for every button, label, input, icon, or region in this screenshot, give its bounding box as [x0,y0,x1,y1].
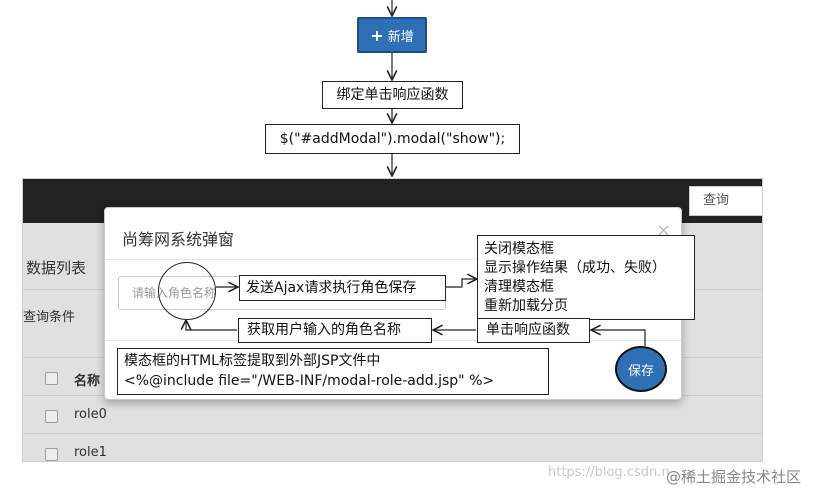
send-ajax-text: 发送Ajax请求执行角色保存 [246,280,417,296]
query-conditions-tab[interactable]: 查询条件 [23,310,76,325]
plus-icon: + [370,25,384,45]
modal-show-code-box: $("#addModal").modal("show"); [265,124,520,154]
click-handler-box: 单击响应函数 [477,318,590,343]
header-checkbox[interactable] [45,372,58,385]
close-steps-box: 关闭模态框 显示操作结果（成功、失败） 清理模态框 重新加载分页 [477,235,695,320]
new-button-label: 新增 [387,29,414,45]
data-list-title: 数据列表 [26,259,87,277]
save-button-label: 保存 [627,363,654,379]
click-handler-text: 单击响应函数 [486,322,570,338]
arrow-save-to-click-handler [591,330,646,346]
close-step-item: 关闭模态框 [484,241,554,257]
extract-jsp-box: 模态框的HTML标签提取到外部JSP文件中 <%@include file="/… [117,348,549,395]
modal-show-code: $("#addModal").modal("show"); [279,131,506,147]
row-checkbox[interactable] [45,410,58,423]
watermark-brand: @稀土掘金技术社区 [666,468,802,486]
extract-jsp-code: <%@include file="/WEB-INF/modal-role-add… [124,373,495,389]
get-input-text: 获取用户输入的角色名称 [247,322,401,338]
bind-click-text: 绑定单击响应函数 [336,87,449,103]
send-ajax-box: 发送Ajax请求执行角色保存 [239,275,446,301]
arrow-to-input [186,320,237,331]
close-step-item: 重新加载分页 [484,298,568,314]
table-row: role1 [74,445,107,460]
close-step-item: 显示操作结果（成功、失败） [484,260,666,276]
table-row: role0 [74,407,107,422]
new-button[interactable]: + 新增 [357,17,427,53]
search-button[interactable]: 查询 [689,186,762,216]
modal-title: 尚筹网系统弹窗 [122,230,235,249]
save-button[interactable]: 保存 [615,346,667,392]
extract-jsp-line: 模态框的HTML标签提取到外部JSP文件中 [124,353,381,369]
watermark-url: https://blog.csdn.n [548,465,670,480]
close-step-item: 清理模态框 [484,279,554,295]
get-input-box: 获取用户输入的角色名称 [238,318,432,343]
bind-click-box: 绑定单击响应函数 [322,81,463,109]
row-checkbox[interactable] [45,448,58,461]
arrow-to-close-steps [446,279,477,288]
table-header-name: 名称 [74,374,101,389]
